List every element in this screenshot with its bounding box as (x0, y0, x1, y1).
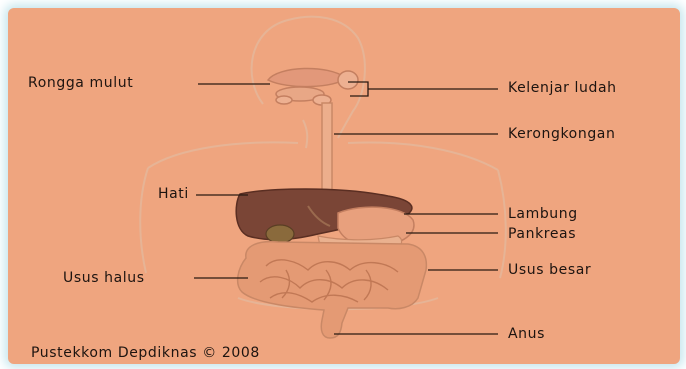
label-lambung: Lambung (508, 206, 578, 222)
digestive-system-diagram (8, 8, 680, 364)
label-usus-halus: Usus halus (63, 270, 145, 286)
label-kelenjar-ludah: Kelenjar ludah (508, 80, 617, 96)
credit-text: Pustekkom Depdiknas © 2008 (31, 345, 260, 361)
label-rongga-mulut: Rongga mulut (28, 75, 133, 91)
label-anus: Anus (508, 326, 545, 342)
label-usus-besar: Usus besar (508, 262, 591, 278)
label-pankreas: Pankreas (508, 226, 576, 242)
label-kerongkongan: Kerongkongan (508, 126, 615, 142)
gallbladder (266, 225, 294, 243)
diagram-panel: Rongga mulut Kelenjar ludah Kerongkongan… (8, 8, 680, 364)
large-intestine (238, 242, 427, 338)
label-hati: Hati (158, 186, 189, 202)
mouth-region (268, 68, 358, 105)
